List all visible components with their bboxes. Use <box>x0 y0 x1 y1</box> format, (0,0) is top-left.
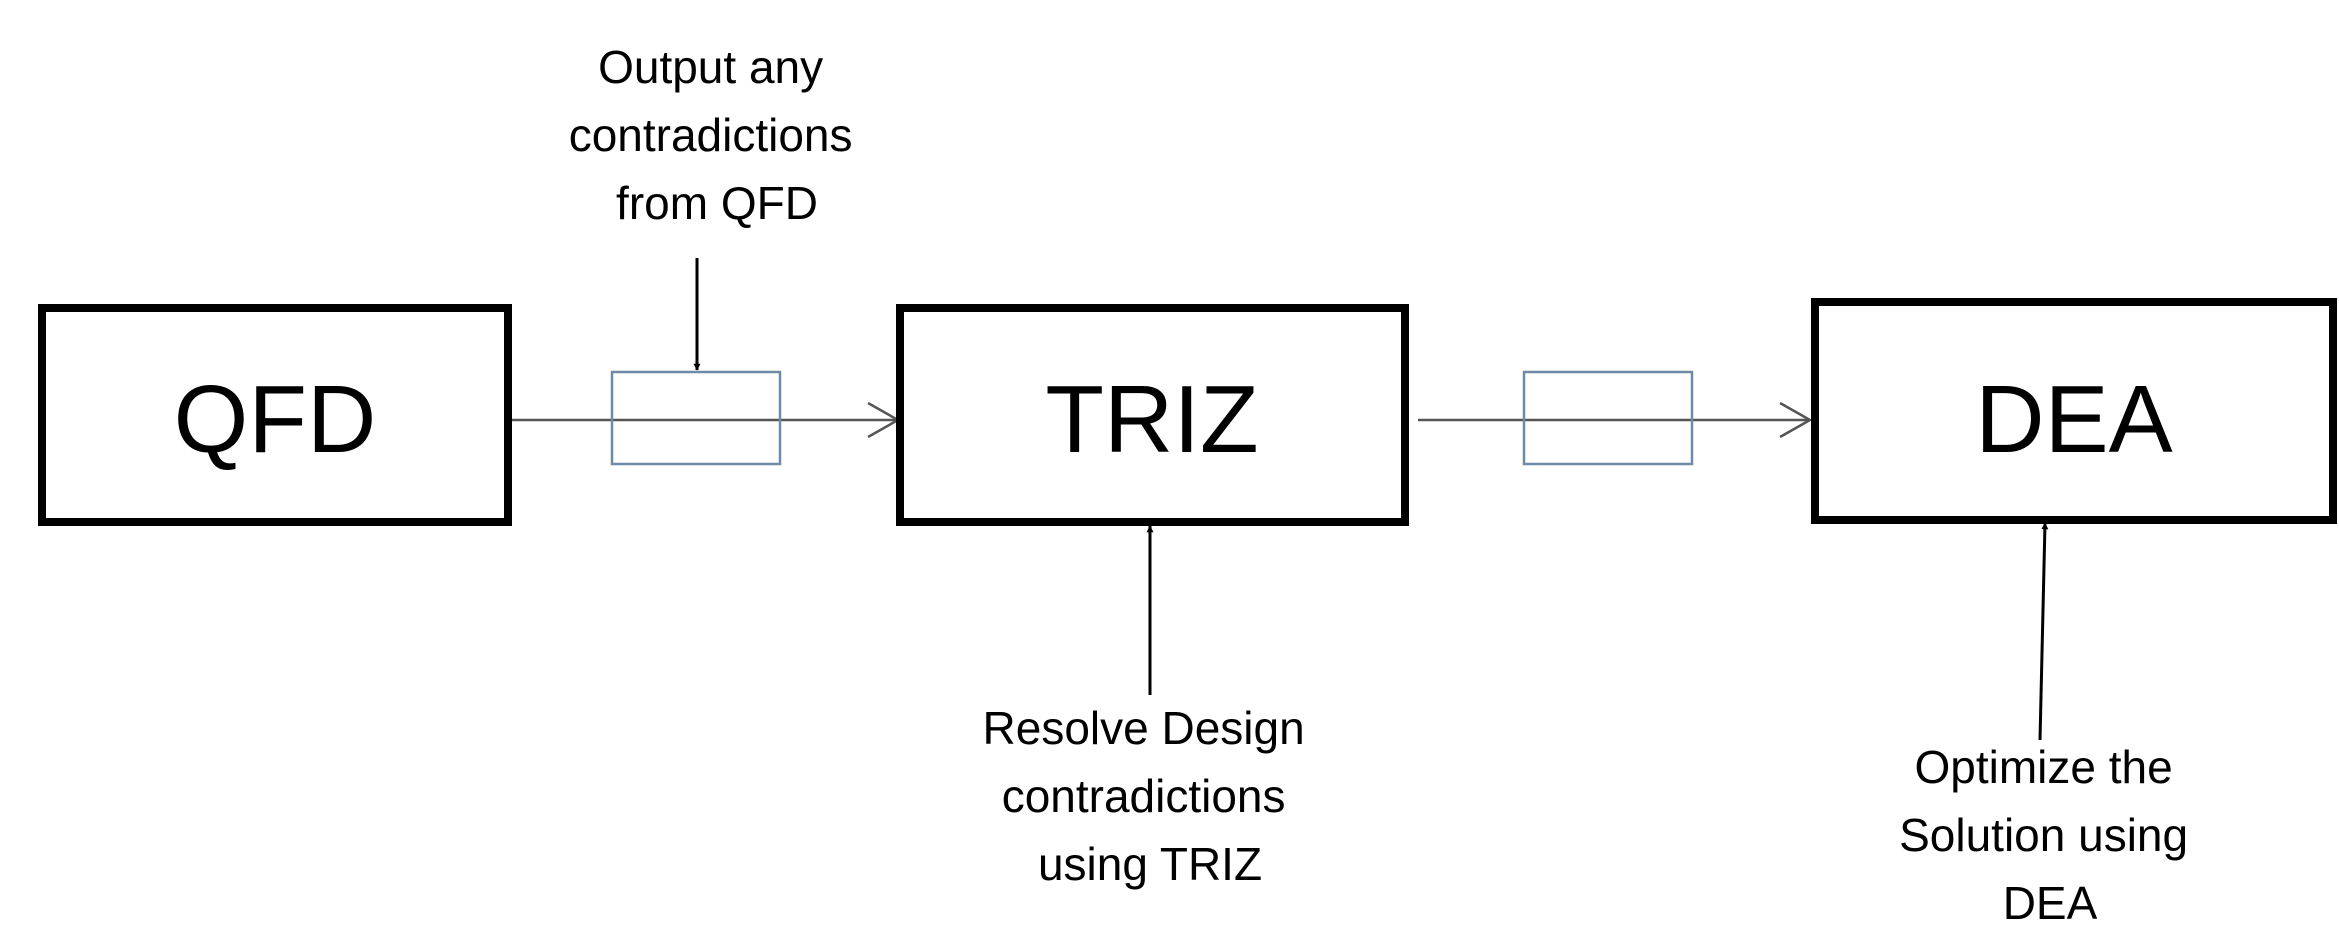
qfd-output-note-line: from QFD <box>616 177 818 229</box>
connector-triz-to-dea <box>1418 401 1813 439</box>
connector-qfd-to-triz <box>511 401 901 439</box>
contradictions-output-box <box>610 370 782 466</box>
dea-node: DEA <box>1811 298 2337 524</box>
dea-optimize-note: Optimize the Solution using DEA <box>1899 741 2201 929</box>
dea-optimize-arrow <box>2038 522 2049 741</box>
qfd-output-note-line: contradictions <box>569 109 853 161</box>
triz-node: TRIZ <box>896 304 1409 526</box>
triz-label: TRIZ <box>1045 366 1258 473</box>
qfd-node: QFD <box>38 304 512 526</box>
qfd-output-note: Output any contradictions from QFD <box>569 41 866 229</box>
qfd-output-note-line: Output any <box>598 41 823 93</box>
triz-resolve-note-line: using TRIZ <box>1038 838 1262 890</box>
triz-resolve-note-line: Resolve Design <box>983 702 1305 754</box>
dea-optimize-note-line: Solution using <box>1899 809 2188 861</box>
triz-resolve-note-line: contradictions <box>1002 770 1286 822</box>
triz-resolve-note: Resolve Design contradictions using TRIZ <box>983 702 1318 890</box>
dea-optimize-note-line: DEA <box>2003 877 2098 929</box>
dea-optimize-note-line: Optimize the <box>1915 741 2173 793</box>
qfd-label: QFD <box>174 366 377 473</box>
dea-label: DEA <box>1975 366 2172 473</box>
solution-transfer-box <box>1522 370 1694 466</box>
